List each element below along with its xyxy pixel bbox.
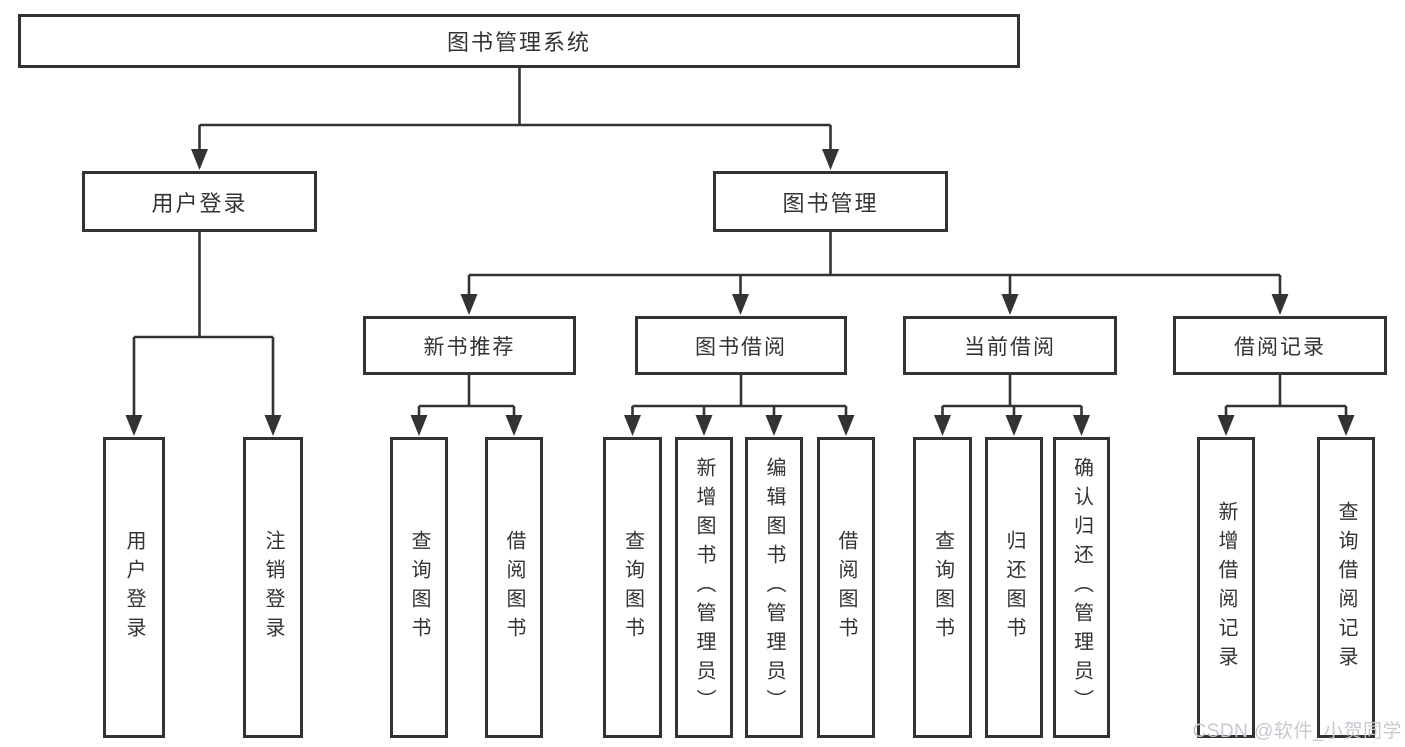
leaf-cb-return-books-label: 归还图书: [1003, 529, 1025, 646]
leaf-cb-query-books: 查询图书: [913, 437, 972, 738]
node-borrow-record: 借阅记录: [1173, 316, 1387, 375]
leaf-logout: 注销登录: [243, 437, 303, 738]
csdn-watermark: CSDN @软件_小贺同学: [1192, 721, 1402, 742]
leaf-bb-edit-books-admin: 编辑图书（管理员）: [745, 437, 803, 738]
leaf-logout-label: 注销登录: [262, 529, 284, 646]
leaf-cb-confirm-return-admin: 确认归还（管理员）: [1053, 437, 1110, 738]
leaf-nbr-borrow-books-label: 借阅图书: [503, 529, 525, 646]
leaf-nbr-borrow-books: 借阅图书: [485, 437, 543, 738]
leaf-bb-borrow-books: 借阅图书: [817, 437, 875, 738]
node-book-management: 图书管理: [713, 171, 948, 232]
node-book-borrow: 图书借阅: [635, 316, 847, 375]
node-current-borrow: 当前借阅: [903, 316, 1117, 375]
leaf-user-login-label: 用户登录: [123, 529, 145, 646]
leaf-cb-query-books-label: 查询图书: [931, 529, 954, 646]
leaf-br-query-record-label: 查询借阅记录: [1335, 500, 1357, 675]
node-user-login: 用户登录: [82, 171, 317, 232]
leaf-bb-add-books-admin: 新增图书（管理员）: [675, 437, 733, 738]
leaf-cb-confirm-return-admin-label: 确认归还（管理员）: [1070, 457, 1093, 718]
leaf-user-login: 用户登录: [103, 437, 165, 738]
leaf-bb-query-books-label: 查询图书: [621, 529, 644, 646]
leaf-bb-query-books: 查询图书: [603, 437, 662, 738]
leaf-cb-return-books: 归还图书: [985, 437, 1043, 738]
leaf-br-add-record-label: 新增借阅记录: [1215, 500, 1237, 675]
node-root: 图书管理系统: [18, 14, 1020, 68]
leaf-bb-edit-books-admin-label: 编辑图书（管理员）: [763, 457, 785, 718]
leaf-bb-borrow-books-label: 借阅图书: [835, 529, 857, 646]
leaf-bb-add-books-admin-label: 新增图书（管理员）: [693, 457, 715, 718]
leaf-nbr-query-books-label: 查询图书: [408, 529, 430, 646]
connector-paths: [132, 68, 1348, 418]
node-new-book-recommend: 新书推荐: [363, 316, 576, 375]
leaf-br-query-record: 查询借阅记录: [1317, 437, 1375, 738]
leaf-nbr-query-books: 查询图书: [390, 437, 448, 738]
leaf-br-add-record: 新增借阅记录: [1197, 437, 1255, 738]
